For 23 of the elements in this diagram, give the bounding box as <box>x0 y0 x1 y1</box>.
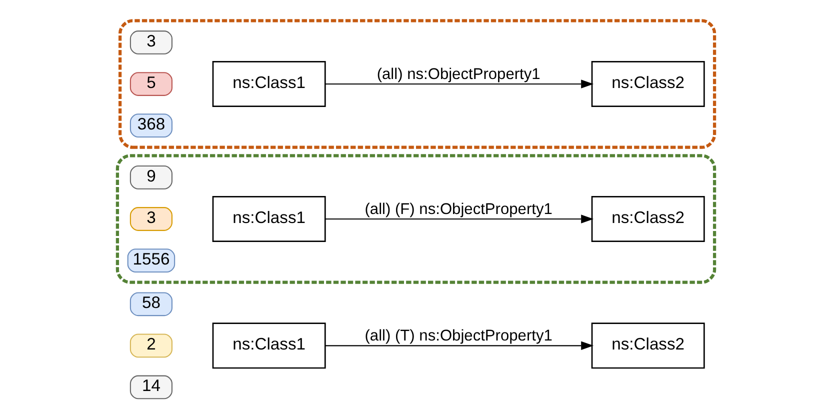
edge-label: (all) ns:ObjectProperty1 <box>376 66 540 83</box>
edge-label: (all) (T) ns:ObjectProperty1 <box>364 327 552 344</box>
node-box: 3 <box>130 207 172 231</box>
edge-label: (all) (F) ns:ObjectProperty1 <box>364 200 552 218</box>
node-box: ns:Class1 <box>212 196 326 242</box>
node-box: ns:Class2 <box>591 322 705 369</box>
node-box: ns:Class2 <box>591 61 705 107</box>
node-box: 1556 <box>127 248 176 272</box>
node-box: ns:Class1 <box>212 61 326 107</box>
node-box: 368 <box>130 114 172 138</box>
node-box: ns:Class1 <box>212 322 326 369</box>
node-box: 9 <box>130 166 172 190</box>
node-box: 2 <box>130 334 172 358</box>
arrow <box>325 80 594 88</box>
cluster <box>116 154 716 284</box>
node-box: 58 <box>130 292 172 316</box>
node-box: 14 <box>130 375 172 400</box>
arrow <box>325 214 594 224</box>
node-box: ns:Class2 <box>591 196 705 242</box>
node-box: 3 <box>130 30 172 54</box>
arrow <box>325 341 594 350</box>
node-box: 5 <box>130 72 172 96</box>
cluster <box>118 19 716 149</box>
